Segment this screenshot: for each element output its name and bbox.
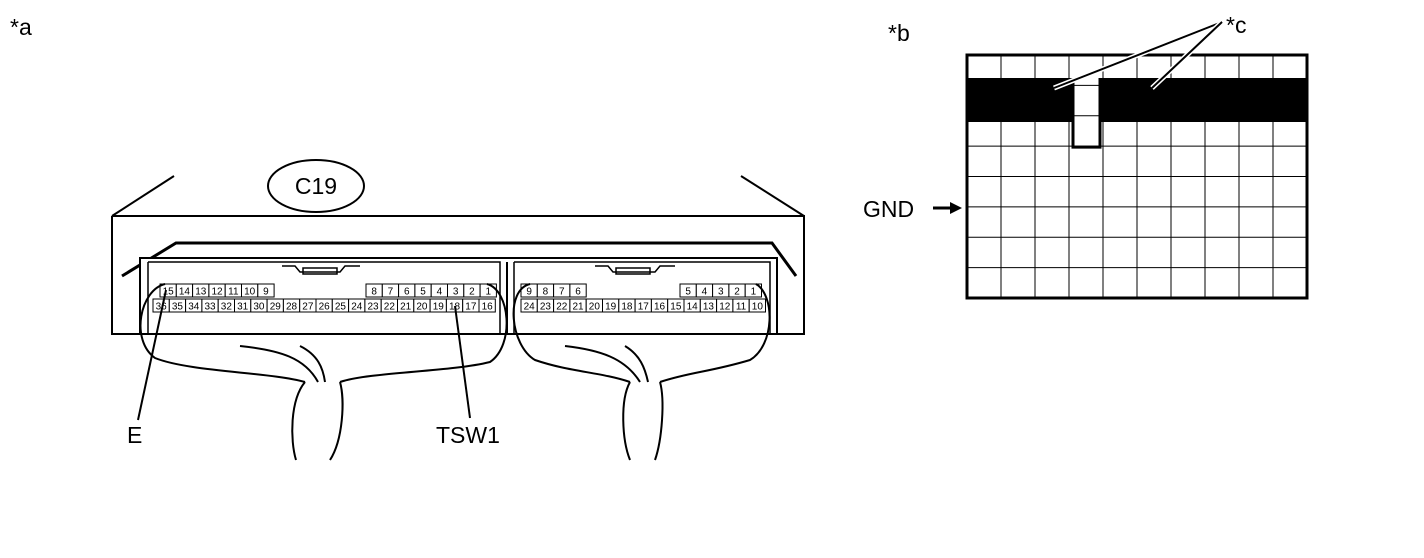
connector-id-oval — [267, 159, 365, 213]
pin-cell — [257, 283, 275, 298]
gnd-arrow-icon — [933, 202, 962, 214]
pin-number: 26 — [319, 302, 331, 313]
pin-number: 28 — [286, 302, 298, 313]
pin-number: 27 — [302, 302, 314, 313]
connector-id-label: C19 — [295, 173, 337, 199]
pin-number: 10 — [244, 287, 256, 298]
pin-number: 34 — [188, 302, 200, 313]
pin-number: 24 — [524, 302, 536, 313]
pin-number: 13 — [195, 287, 207, 298]
pin-number: 5 — [420, 287, 426, 298]
pin-number: 8 — [371, 287, 377, 298]
pin-number: 23 — [540, 302, 552, 313]
pin-number: 11 — [736, 302, 747, 313]
pin-number: 8 — [543, 287, 549, 298]
signal-low-pulse — [1071, 78, 1102, 149]
leader-lines — [137, 289, 471, 421]
pin-number: 21 — [572, 302, 584, 313]
pin-number: 4 — [702, 287, 708, 298]
c-leader-lines — [1053, 19, 1224, 91]
pin-number: 17 — [638, 302, 650, 313]
pin-number: 31 — [237, 302, 249, 313]
gnd-label: GND — [863, 196, 915, 222]
pin-number: 6 — [575, 287, 581, 298]
pin-cell — [569, 283, 587, 298]
pin-number: 15 — [670, 302, 682, 313]
pin-number: 35 — [172, 302, 184, 313]
pin-number: 6 — [404, 287, 410, 298]
pin-number: 1 — [485, 287, 491, 298]
pin-number: 1 — [751, 287, 757, 298]
pin-number: 23 — [367, 302, 379, 313]
harness-right — [512, 283, 771, 461]
pin-number: 29 — [270, 302, 282, 313]
pin-number: 14 — [179, 287, 191, 298]
pin-cell — [748, 298, 767, 313]
pin-number: 3 — [453, 287, 459, 298]
pin-number: 12 — [719, 302, 731, 313]
pin-number: 3 — [718, 287, 724, 298]
pin-number: 9 — [263, 287, 269, 298]
pin-number: 13 — [703, 302, 715, 313]
pin-number: 18 — [621, 302, 633, 313]
pin-number: 14 — [687, 302, 699, 313]
pin-number: 12 — [211, 287, 223, 298]
pin-number: 21 — [400, 302, 412, 313]
pin-number: 22 — [384, 302, 396, 313]
ecu-housing — [111, 175, 805, 335]
harness-left — [139, 283, 508, 461]
terminal-tsw1-label: TSW1 — [436, 422, 500, 448]
pin-number: 17 — [465, 302, 477, 313]
pin-number: 20 — [416, 302, 428, 313]
pin-number: 7 — [388, 287, 394, 298]
pin-number: 19 — [605, 302, 617, 313]
callout-c-label: *c — [1226, 12, 1247, 38]
pin-number: 22 — [556, 302, 568, 313]
pin-number: 2 — [469, 287, 475, 298]
pin-number: 25 — [335, 302, 347, 313]
pin-number: 5 — [685, 287, 691, 298]
pin-number: 24 — [351, 302, 363, 313]
panel-a-label: *a — [10, 14, 32, 40]
pin-number: 33 — [204, 302, 216, 313]
pin-cell — [744, 283, 763, 298]
terminal-e-label: E — [127, 422, 143, 448]
pin-number: 19 — [433, 302, 445, 313]
pin-number: 11 — [228, 287, 239, 298]
pin-number: 10 — [752, 302, 764, 313]
pin-number: 7 — [559, 287, 565, 298]
pin-number: 15 — [163, 287, 175, 298]
pin-number: 9 — [526, 287, 532, 298]
pin-number: 30 — [253, 302, 265, 313]
pin-number: 16 — [654, 302, 666, 313]
pin-number: 20 — [589, 302, 601, 313]
oscilloscope-screen — [965, 53, 1309, 300]
signal-high-band — [1099, 78, 1307, 122]
pin-cell — [478, 298, 496, 313]
pin-number: 4 — [437, 287, 443, 298]
pin-number: 32 — [221, 302, 233, 313]
pin-number: 16 — [482, 302, 494, 313]
pin-number: 2 — [734, 287, 740, 298]
panel-b-label: *b — [888, 20, 910, 46]
